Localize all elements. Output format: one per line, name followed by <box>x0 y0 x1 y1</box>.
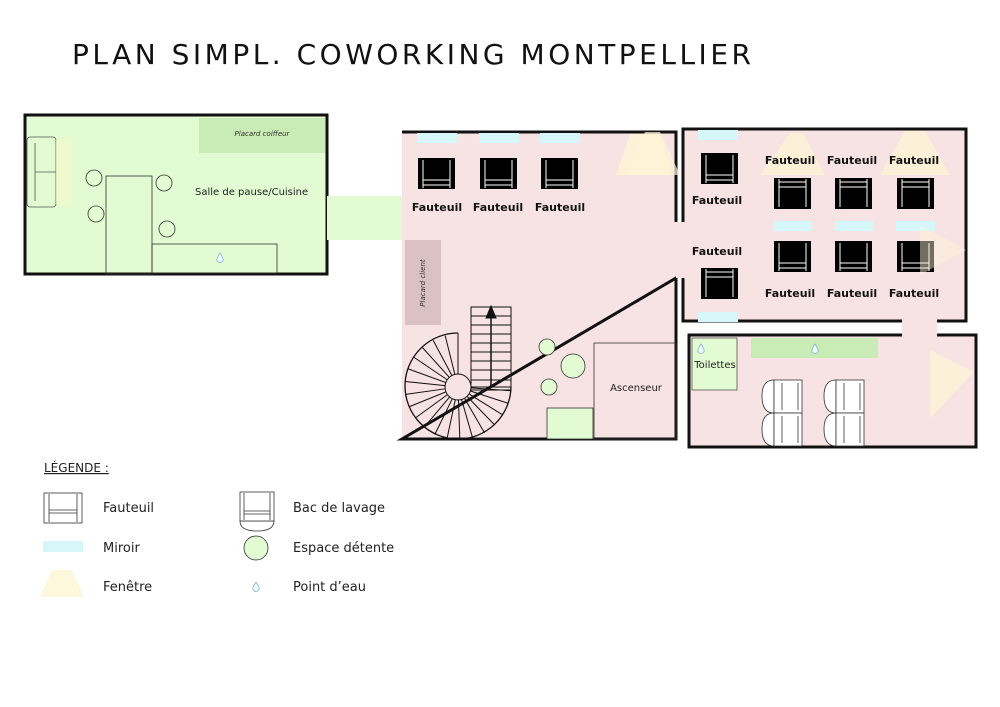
staircase <box>404 304 512 440</box>
stair-step <box>413 356 448 381</box>
stair-step <box>408 391 447 408</box>
armchair-label: Fauteuil <box>412 201 462 214</box>
placard-coiffeur-label: Placard coiffeur <box>235 130 291 138</box>
water-drop-icon <box>252 581 260 592</box>
armchair-label: Fauteuil <box>889 154 939 167</box>
wash-basin-icon <box>761 412 803 447</box>
relax-circle-icon <box>538 338 586 396</box>
wash-basin-icon <box>761 379 803 414</box>
stair-step <box>408 368 446 384</box>
stair-step <box>446 399 456 439</box>
mirror-icon <box>479 133 519 143</box>
wash-basin-icon <box>239 491 275 532</box>
legend-title: LÉGENDE : <box>44 460 109 475</box>
armchair-icon <box>834 240 873 273</box>
armchair-label: Fauteuil <box>889 287 939 300</box>
stair-step <box>423 396 451 428</box>
stair-step <box>444 335 456 375</box>
armchair-icon <box>479 157 518 190</box>
wash-room: Toilettes <box>687 333 978 449</box>
armchair-room: Fauteuil Fauteuil Fauteuil Fauteuil Faut… <box>625 127 968 323</box>
break-room: Placard coiffeur Salle de pause/Cuisine <box>23 113 329 276</box>
stair-step <box>470 390 509 404</box>
mirror-icon <box>896 221 935 231</box>
legend-label: Espace détente <box>293 541 394 556</box>
stair-step <box>466 396 496 426</box>
mirror-icon <box>698 312 738 322</box>
stair-step <box>414 394 448 419</box>
armchair-label: Fauteuil <box>765 154 815 167</box>
stair-step <box>464 398 485 434</box>
armchair-label: Fauteuil <box>473 201 523 214</box>
stair-step <box>470 387 511 392</box>
mirror-icon <box>773 221 812 231</box>
armchair-label: Fauteuil <box>535 201 585 214</box>
sofa-icon <box>26 136 72 208</box>
corridor <box>327 196 403 240</box>
main-room: Fauteuil Fauteuil Fauteuil Placard clien… <box>396 130 678 441</box>
mirror-icon <box>835 221 874 231</box>
armchair-icon <box>540 157 579 190</box>
legend-label: Fenêtre <box>103 580 152 595</box>
window-icon <box>760 133 825 175</box>
stair-step <box>405 388 446 395</box>
armchair-icon <box>43 492 83 524</box>
armchair-icon <box>700 152 739 185</box>
wash-basin-icon <box>823 412 865 447</box>
armchair-label: Fauteuil <box>765 287 815 300</box>
legend: LÉGENDE : Fauteuil Bac de lavage Miroir … <box>40 460 394 597</box>
stair-step <box>432 339 453 376</box>
stair-step <box>434 398 453 435</box>
legend-label: Miroir <box>103 541 140 556</box>
stair-step <box>405 380 446 387</box>
stools <box>85 169 278 275</box>
window-icon <box>880 131 950 175</box>
window-icon <box>40 570 84 597</box>
window-icon <box>930 350 974 418</box>
placard-coiffeur <box>199 118 325 153</box>
kitchen-island <box>105 175 153 275</box>
stair-step <box>468 393 504 416</box>
armchair-label: Fauteuil <box>827 154 877 167</box>
armchair-label: Fauteuil <box>692 245 742 258</box>
armchair-icon <box>834 177 873 210</box>
armchair-icon <box>773 240 812 273</box>
green-area <box>546 407 594 440</box>
plan-title: PLAN SIMPL. COWORKING MONTPELLIER <box>72 38 755 71</box>
armchair-icon <box>417 157 456 190</box>
stair-step <box>422 347 450 378</box>
placard-client <box>405 240 441 325</box>
armchair-icon <box>896 177 935 210</box>
elevator <box>593 342 677 440</box>
legend-label: Point d’eau <box>293 580 366 595</box>
stair-step <box>461 399 474 439</box>
relax-circle-icon <box>243 535 269 561</box>
armchair-icon <box>700 267 739 300</box>
kitchen-counter <box>151 243 278 274</box>
mirror-icon <box>43 541 83 552</box>
mirror-icon <box>417 133 457 143</box>
armchair-label: Fauteuil <box>692 194 742 207</box>
legend-label: Bac de lavage <box>293 501 385 516</box>
wash-basin-icon <box>823 379 865 414</box>
armchair-icon <box>773 177 812 210</box>
mirror-icon <box>698 130 738 140</box>
toilets-label: Toilettes <box>693 360 735 371</box>
elevator-label: Ascenseur <box>610 383 663 394</box>
stair-step <box>457 399 461 440</box>
corridor <box>902 319 937 338</box>
armchair-label: Fauteuil <box>827 287 877 300</box>
break-room-label: Salle de pause/Cuisine <box>195 187 308 198</box>
mirror-icon <box>540 133 580 143</box>
legend-label: Fauteuil <box>103 501 154 516</box>
window-icon <box>920 225 966 275</box>
placard-client-label: Placard client <box>419 259 427 307</box>
